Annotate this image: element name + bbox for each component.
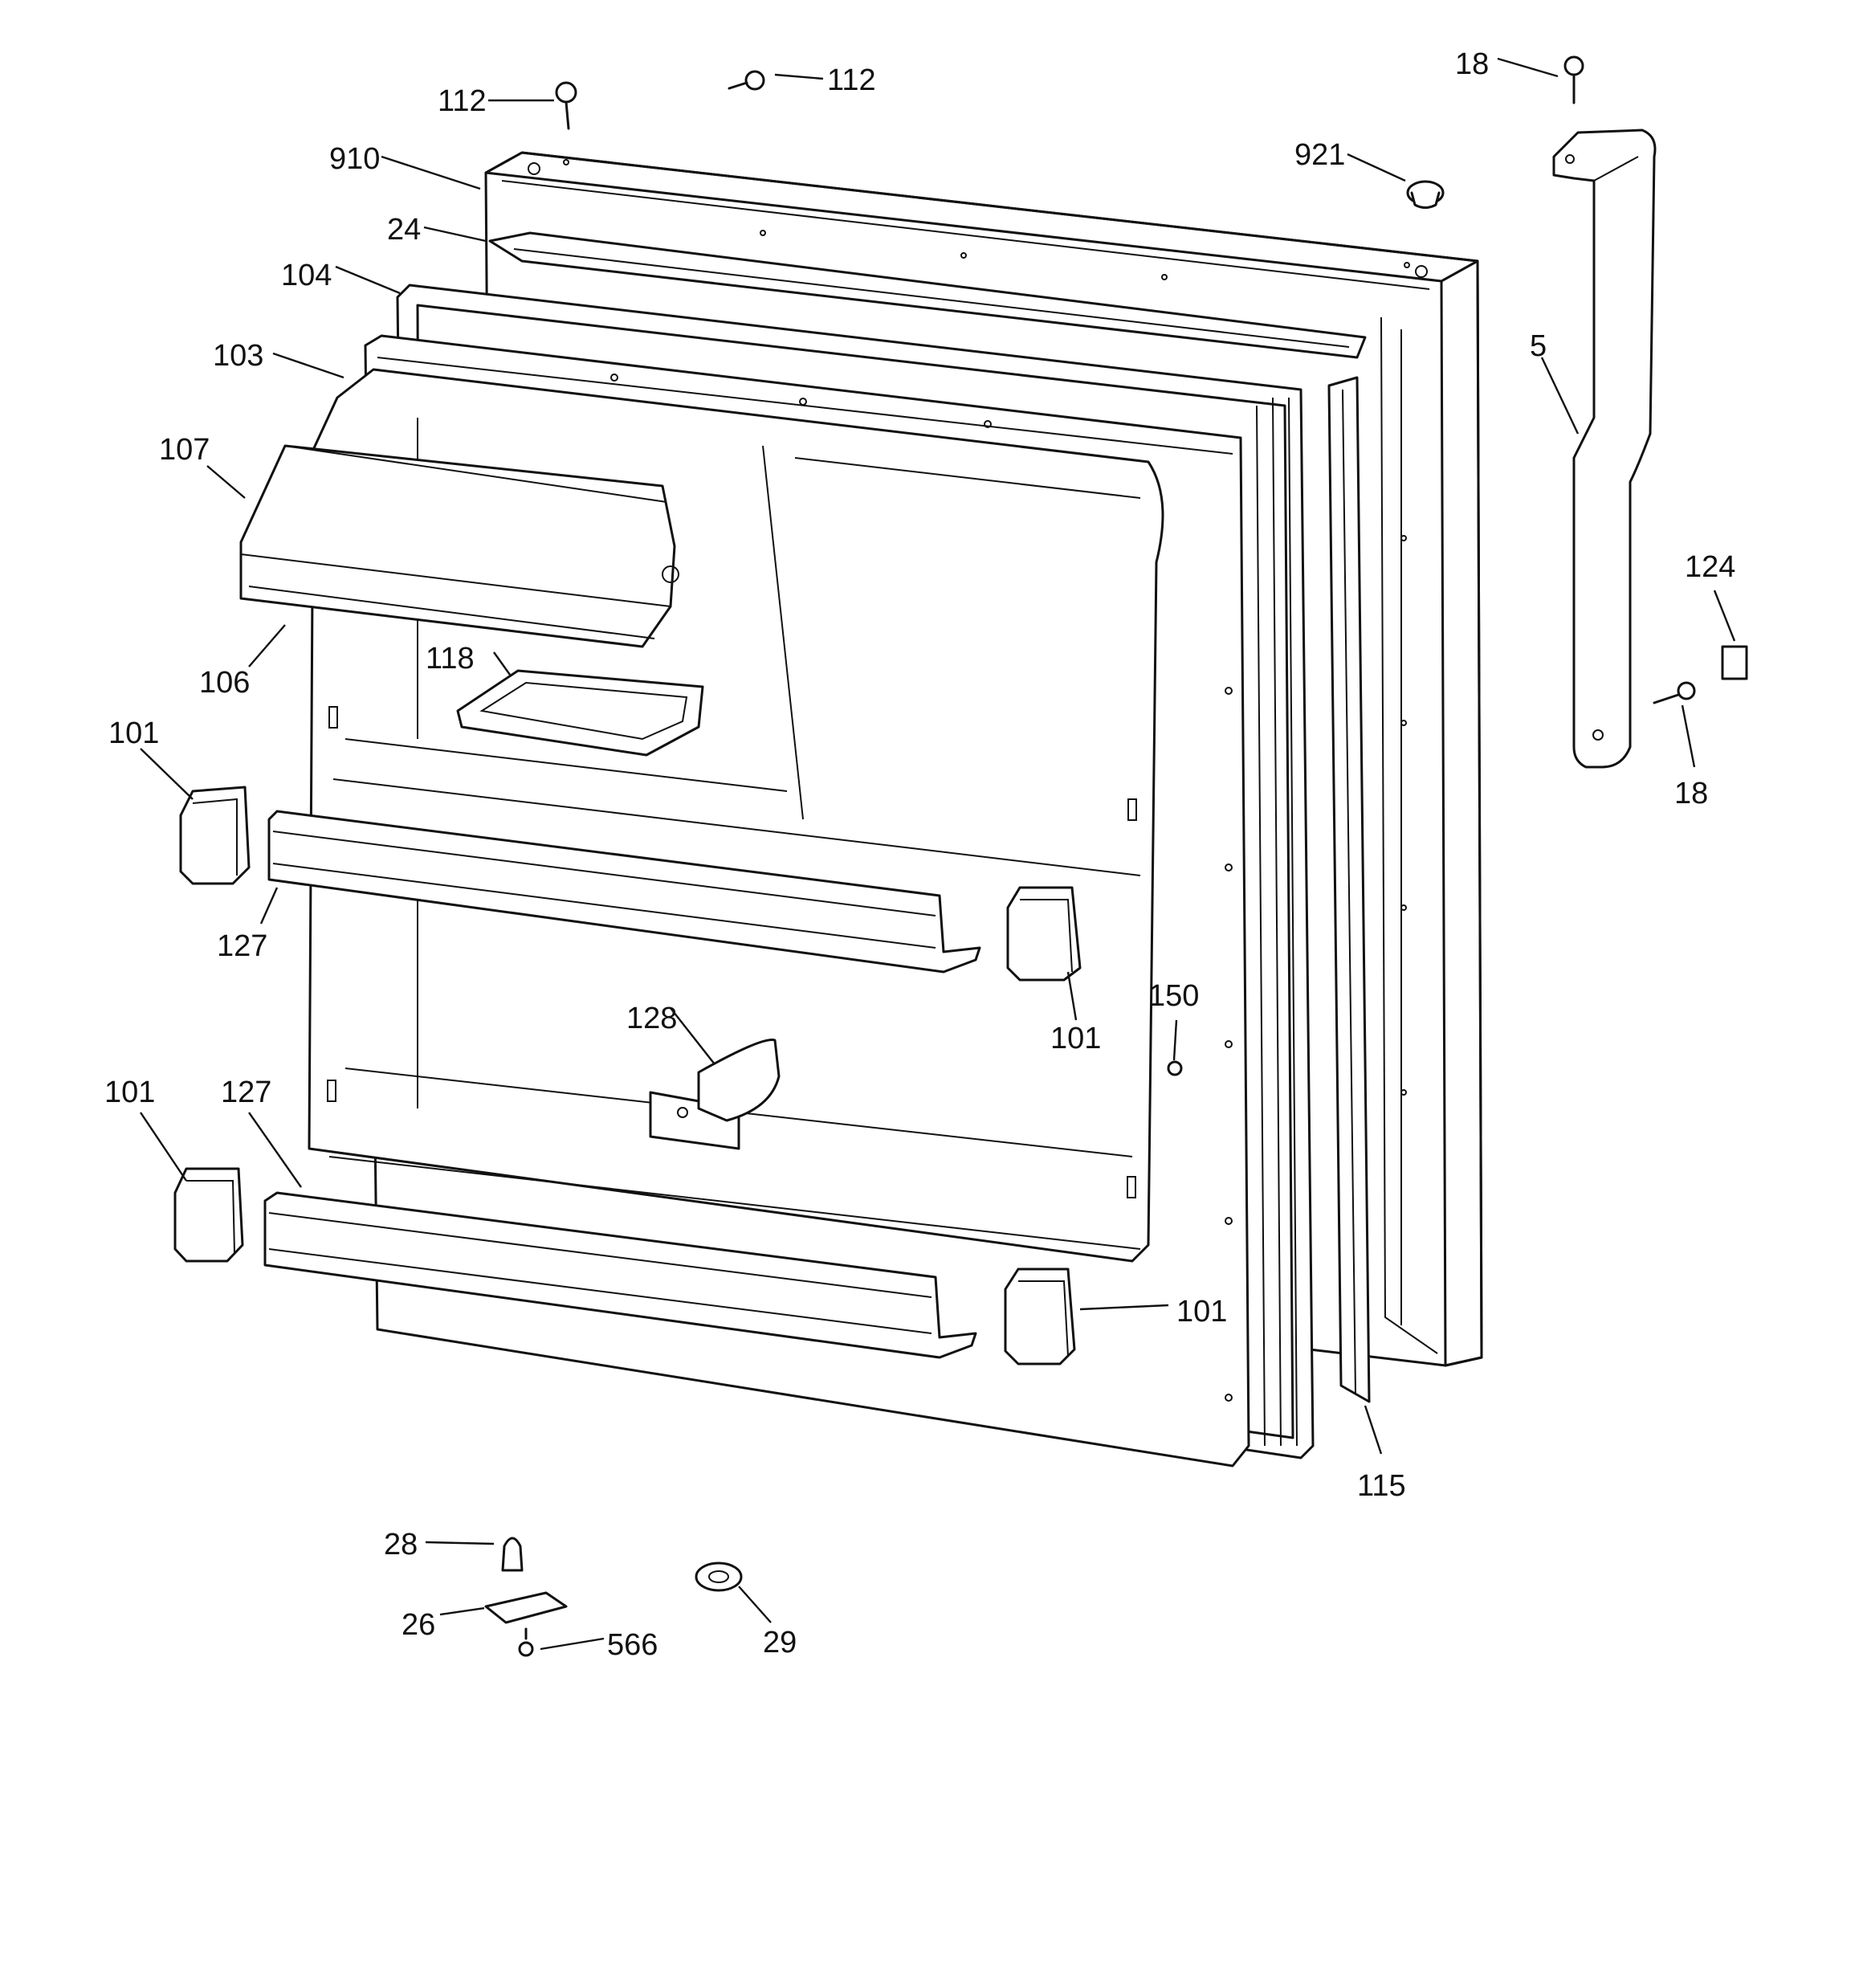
callout-5: 5 <box>1530 329 1547 363</box>
plug-921 <box>1406 180 1445 209</box>
callout-127: 127 <box>217 929 267 963</box>
callout-104: 104 <box>281 259 332 292</box>
callout-103: 103 <box>213 339 263 373</box>
callout-118: 118 <box>426 642 475 676</box>
divider-part <box>649 1039 781 1150</box>
callout-128: 128 <box>626 1002 677 1035</box>
cap-29 <box>695 1561 743 1592</box>
callout-labels: 112 112 18 910 921 24 104 103 5 107 124 … <box>104 47 1735 1662</box>
callout-124: 124 <box>1685 550 1735 584</box>
callout-107: 107 <box>159 433 210 467</box>
door-handle-part <box>1552 129 1657 769</box>
door-gasket-part <box>488 231 1367 359</box>
callout-115: 115 <box>1357 1469 1406 1503</box>
ice-bin-part <box>239 444 679 648</box>
screw-112-top-left <box>555 81 577 130</box>
callout-26: 26 <box>402 1608 435 1642</box>
callout-101: 101 <box>108 716 159 750</box>
callout-101: 101 <box>104 1076 155 1109</box>
callout-28: 28 <box>384 1528 418 1561</box>
screw-150 <box>1167 1060 1183 1076</box>
callout-29: 29 <box>763 1626 797 1659</box>
pin-28 <box>501 1537 524 1572</box>
callout-106: 106 <box>199 666 250 700</box>
upper-shelf-rail-part <box>267 810 981 974</box>
callout-566: 566 <box>607 1628 658 1662</box>
callout-18: 18 <box>1455 47 1489 81</box>
leader-lines <box>140 57 1736 1651</box>
callout-910: 910 <box>329 142 380 176</box>
bracket-26 <box>484 1591 568 1624</box>
callout-921: 921 <box>1294 138 1345 172</box>
callout-101: 101 <box>1050 1022 1101 1055</box>
screw-566 <box>518 1627 534 1657</box>
screw-112-top-center <box>728 70 765 91</box>
callout-150: 150 <box>1148 979 1199 1013</box>
callout-112: 112 <box>438 84 487 118</box>
tray-part <box>456 669 704 757</box>
screw-18-right <box>1653 681 1696 704</box>
callout-18: 18 <box>1674 777 1708 810</box>
callout-101: 101 <box>1176 1295 1227 1329</box>
callout-112: 112 <box>827 63 876 97</box>
screw-18-top-right <box>1563 55 1584 104</box>
callout-127: 127 <box>221 1076 271 1109</box>
callout-24: 24 <box>387 213 421 247</box>
lower-shelf-rail-part <box>263 1191 977 1359</box>
shelf-end-cap-left-upper <box>179 786 251 885</box>
shelf-end-cap-right-lower <box>1004 1268 1076 1365</box>
shelf-end-cap-left-lower <box>173 1167 244 1263</box>
door-seal-strip-part <box>1327 376 1371 1403</box>
clip-124 <box>1721 645 1748 680</box>
shelf-end-cap-right-upper <box>1006 886 1082 982</box>
